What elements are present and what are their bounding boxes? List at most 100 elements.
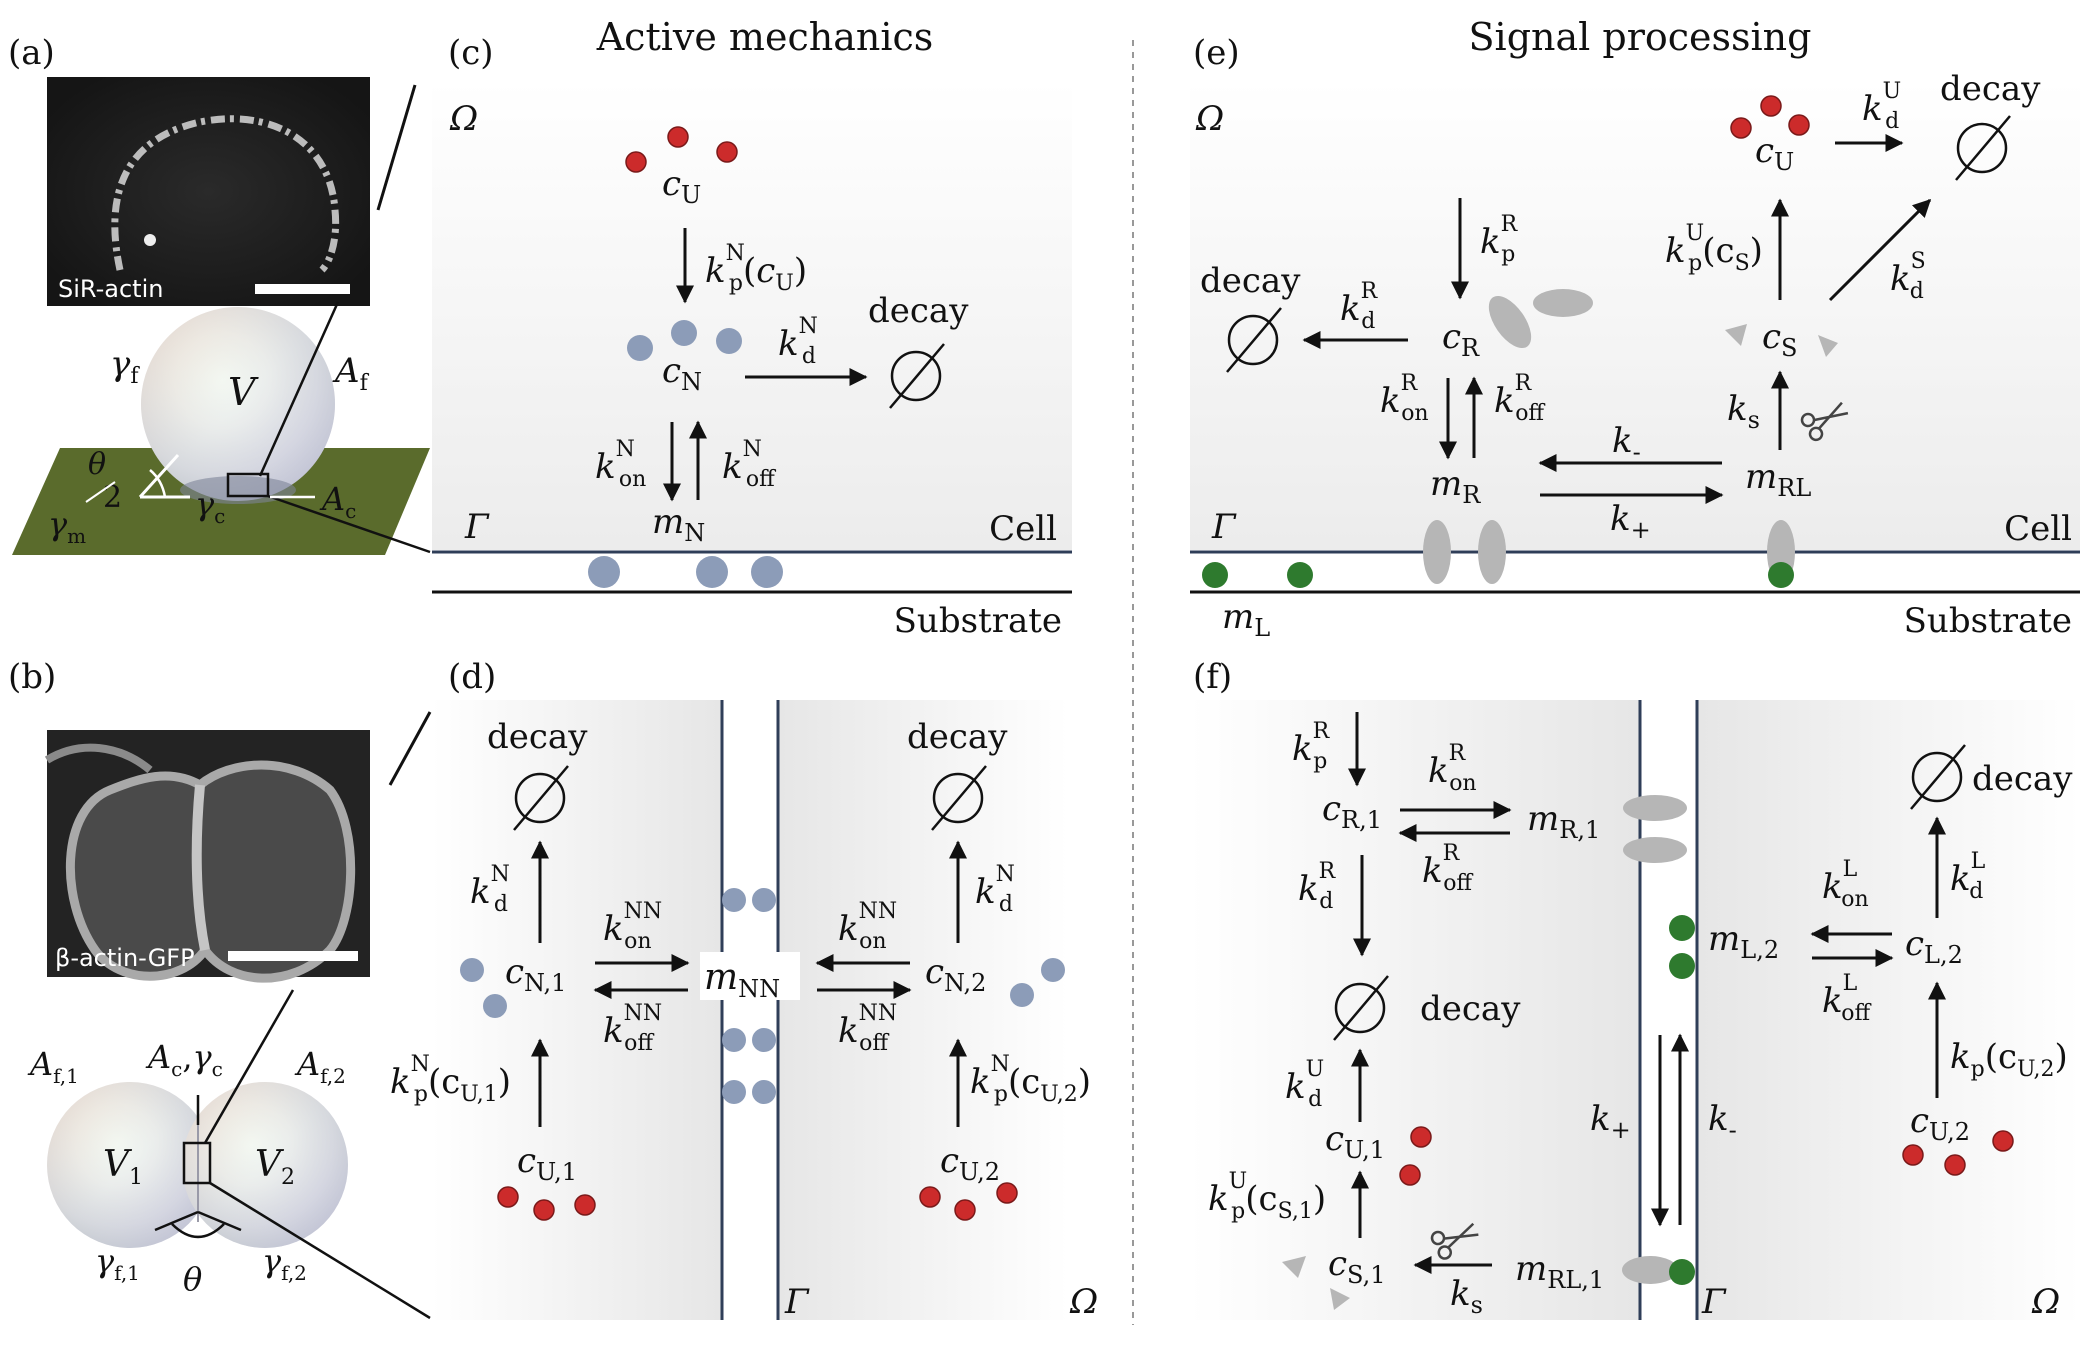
cleaved-fragment xyxy=(1725,324,1747,346)
receptor-cytosolic xyxy=(1533,289,1593,317)
ligand-red xyxy=(625,151,647,173)
zoom-line-a1 xyxy=(376,84,417,211)
cytoplasm-f-right xyxy=(1697,700,2080,1320)
ligand-red xyxy=(1760,95,1782,117)
ligand-red xyxy=(1410,1126,1432,1148)
cell-label-e: Cell xyxy=(2004,509,2072,549)
species-cL2-f: cL,2 xyxy=(1905,924,1963,969)
ligand-red xyxy=(1902,1144,1924,1166)
protein-blue xyxy=(1010,983,1034,1007)
rate-kplus-f: k+ xyxy=(1590,1099,1631,1144)
label-volume: V xyxy=(228,370,259,414)
scissors-icon xyxy=(1430,1222,1479,1260)
scissors-icon xyxy=(1800,401,1849,442)
cell-sphere-2-tint xyxy=(182,1082,348,1248)
theta-tangent-right xyxy=(197,1210,242,1232)
species-cU1-f: cU,1 xyxy=(1325,1119,1385,1164)
label-area-contact: Ac xyxy=(319,480,356,523)
cytoplasm-d-left xyxy=(432,700,722,1320)
receptor-membrane xyxy=(1478,520,1506,584)
ligand-green xyxy=(1669,1259,1695,1285)
species-cN2-d: cN,2 xyxy=(925,952,986,997)
rate-kminus-e: k- xyxy=(1612,421,1641,466)
junction-protein xyxy=(722,888,746,912)
ligand-red xyxy=(667,126,689,148)
panel-a: SiR-actin γf V Af θ 2 γc Ac γm xyxy=(12,77,431,555)
mNN-backdrop xyxy=(700,952,800,1000)
micrograph-caption-a: SiR-actin xyxy=(58,275,163,303)
zoom-line-a3 xyxy=(267,494,431,554)
cytoplasm-f-left xyxy=(1190,700,1640,1320)
receptor-membrane xyxy=(1622,1256,1678,1284)
species-cU1-d: cU,1 xyxy=(517,1141,577,1186)
species-mNN-d: mNN xyxy=(704,957,780,1003)
decay-label-d-right: decay xyxy=(907,717,1008,757)
label-theta: θ xyxy=(88,447,106,482)
cleaved-fragment xyxy=(1330,1288,1350,1310)
rate-ks-e: ks xyxy=(1727,389,1760,434)
decay-label-f-left: decay xyxy=(1420,989,1521,1029)
panel-label-e: (e) xyxy=(1193,33,1240,73)
panel-label-f: (f) xyxy=(1193,657,1232,697)
panel-label-a: (a) xyxy=(8,33,55,73)
ligand-red xyxy=(954,1199,976,1221)
label-contact: Ac,γc xyxy=(145,1038,223,1081)
arrow-decay-cS-e xyxy=(1828,198,1932,302)
ligand-red xyxy=(497,1186,519,1208)
zoom-line-b3 xyxy=(209,1181,431,1320)
substrate-label-c: Substrate xyxy=(894,601,1062,641)
angle-arc xyxy=(149,469,167,498)
receptor-membrane xyxy=(1623,837,1687,863)
scale-bar-b xyxy=(228,951,358,961)
label-area-free: Af xyxy=(332,351,370,396)
species-mN-c: mN xyxy=(652,502,705,547)
empty-set-slash-c xyxy=(889,343,945,409)
empty-set-circle-e-right xyxy=(1956,122,2008,174)
species-mR1-f: mR,1 xyxy=(1527,799,1600,844)
empty-set-circle-d-right xyxy=(932,772,984,824)
ligand-red xyxy=(533,1199,555,1221)
label-two: 2 xyxy=(103,480,122,515)
membrane-protein-blue xyxy=(751,556,783,588)
decay-label-c: decay xyxy=(868,291,969,331)
cytoplasm-e xyxy=(1190,80,2080,550)
cleaved-fragment xyxy=(1282,1256,1306,1278)
micrograph-neighbor xyxy=(44,743,153,774)
empty-set-circle-e-left xyxy=(1227,314,1279,366)
species-mL2-f: mL,2 xyxy=(1708,919,1779,964)
empty-set-circle-c xyxy=(890,350,942,402)
label-volume-1: V1 xyxy=(103,1144,143,1190)
decay-label-f-right: decay xyxy=(1972,759,2073,799)
membrane-protein-blue xyxy=(696,556,728,588)
theta-arc xyxy=(171,1223,225,1239)
species-mRL-e: mRL xyxy=(1745,457,1811,502)
empty-set-slash-f-left xyxy=(1333,975,1389,1041)
label-area-free-2: Af,2 xyxy=(294,1045,346,1088)
junction-protein xyxy=(722,1028,746,1052)
ligand-red xyxy=(1944,1154,1966,1176)
protein-blue xyxy=(460,958,484,982)
label-area-free-1: Af,1 xyxy=(27,1045,79,1088)
ligand-red xyxy=(919,1186,941,1208)
zoom-line-b2 xyxy=(203,989,295,1144)
species-cU-e: cU xyxy=(1755,131,1794,176)
header-active-mechanics: Active mechanics xyxy=(596,15,934,59)
zoom-box-a xyxy=(226,472,270,498)
cytoplasm-d-right xyxy=(778,700,1068,1320)
